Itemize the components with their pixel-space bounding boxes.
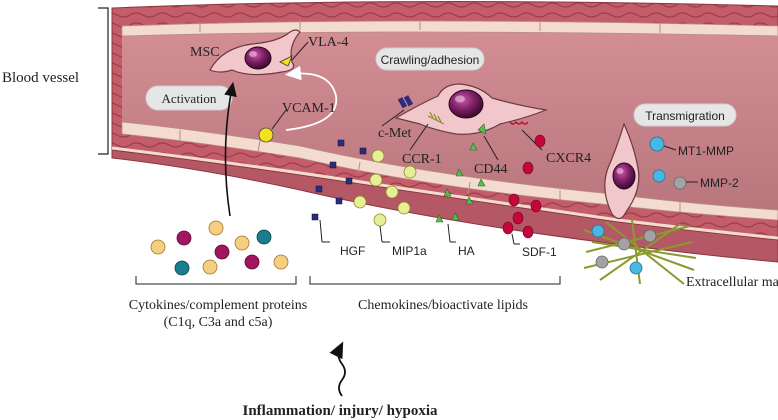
- ha-label: HA: [458, 244, 475, 258]
- transmigration-label: Transmigration: [645, 109, 725, 123]
- vla4-receptor: [279, 55, 293, 67]
- inflammation-label: Inflammation/ injury/ hypoxia: [242, 403, 438, 419]
- cxcr4-label: CXCR4: [546, 151, 591, 166]
- mt1mmp-dot: [649, 136, 665, 152]
- mip1a-label: MIP1a: [392, 244, 427, 258]
- transmigration-pill: [633, 103, 737, 127]
- cmet-label: c-Met: [378, 126, 412, 141]
- cytokines-sublabel: (C1q, C3a and c5a): [164, 315, 273, 330]
- hgf-label: HGF: [340, 244, 365, 258]
- chemokine-bracket: [309, 276, 561, 285]
- sdf1-label: SDF-1: [522, 245, 557, 259]
- ha-molecules: [435, 142, 486, 223]
- activation-arrow-up: [284, 65, 338, 131]
- cytokine-molecules: [150, 220, 289, 276]
- cmet-receptor: [397, 95, 414, 109]
- ccr1-receptor: [427, 111, 445, 125]
- ecm-molecules: [591, 224, 657, 275]
- ccr1-label: CCR-1: [402, 152, 442, 167]
- transmigrating-cell: [604, 122, 640, 220]
- vcam1-label: VCAM-1: [282, 101, 336, 116]
- cytokines-label: Cytokines/complement proteins: [129, 298, 307, 313]
- mip1a-molecules: [353, 149, 417, 227]
- crawling-cell: [394, 83, 549, 135]
- sdf1-molecules: [502, 134, 546, 239]
- msc-nucleus: [244, 46, 272, 70]
- blood-vessel-bracket: [98, 7, 109, 155]
- msc-label: MSC: [190, 45, 220, 60]
- mmp2-label: MMP-2: [700, 176, 739, 190]
- mt1mmp-dot-2: [652, 169, 666, 183]
- recruitment-arrow: [224, 81, 237, 217]
- msc-cell: [209, 29, 301, 76]
- hgf-molecules: [311, 139, 367, 221]
- blood-vessel-label: Blood vessel: [2, 70, 79, 86]
- activation-pill: [145, 85, 233, 111]
- vla4-label: VLA-4: [308, 35, 348, 50]
- activation-label: Activation: [162, 91, 217, 106]
- extracellular-matrix: [583, 219, 697, 285]
- squiggle-arrow: [329, 341, 346, 397]
- cd44-receptor: [477, 123, 487, 135]
- transmigrating-nucleus: [612, 162, 636, 190]
- chemokines-label: Chemokines/bioactivate lipids: [358, 298, 528, 313]
- vessel-wall-lower: [111, 149, 778, 263]
- cd44-label: CD44: [474, 162, 507, 177]
- mt1mmp-label: MT1-MMP: [678, 144, 734, 158]
- crawling-pill: [375, 47, 485, 71]
- endothelial-junctions: [179, 20, 681, 212]
- crawling-nucleus: [448, 89, 484, 119]
- ecm-label: Extracellular matrix: [686, 275, 778, 290]
- crawling-label: Crawling/adhesion: [381, 53, 480, 67]
- mmp2-dot: [673, 176, 687, 190]
- vcam1-dot: [258, 127, 274, 143]
- cxcr4-receptor: [509, 120, 529, 125]
- cytokine-bracket: [135, 276, 297, 285]
